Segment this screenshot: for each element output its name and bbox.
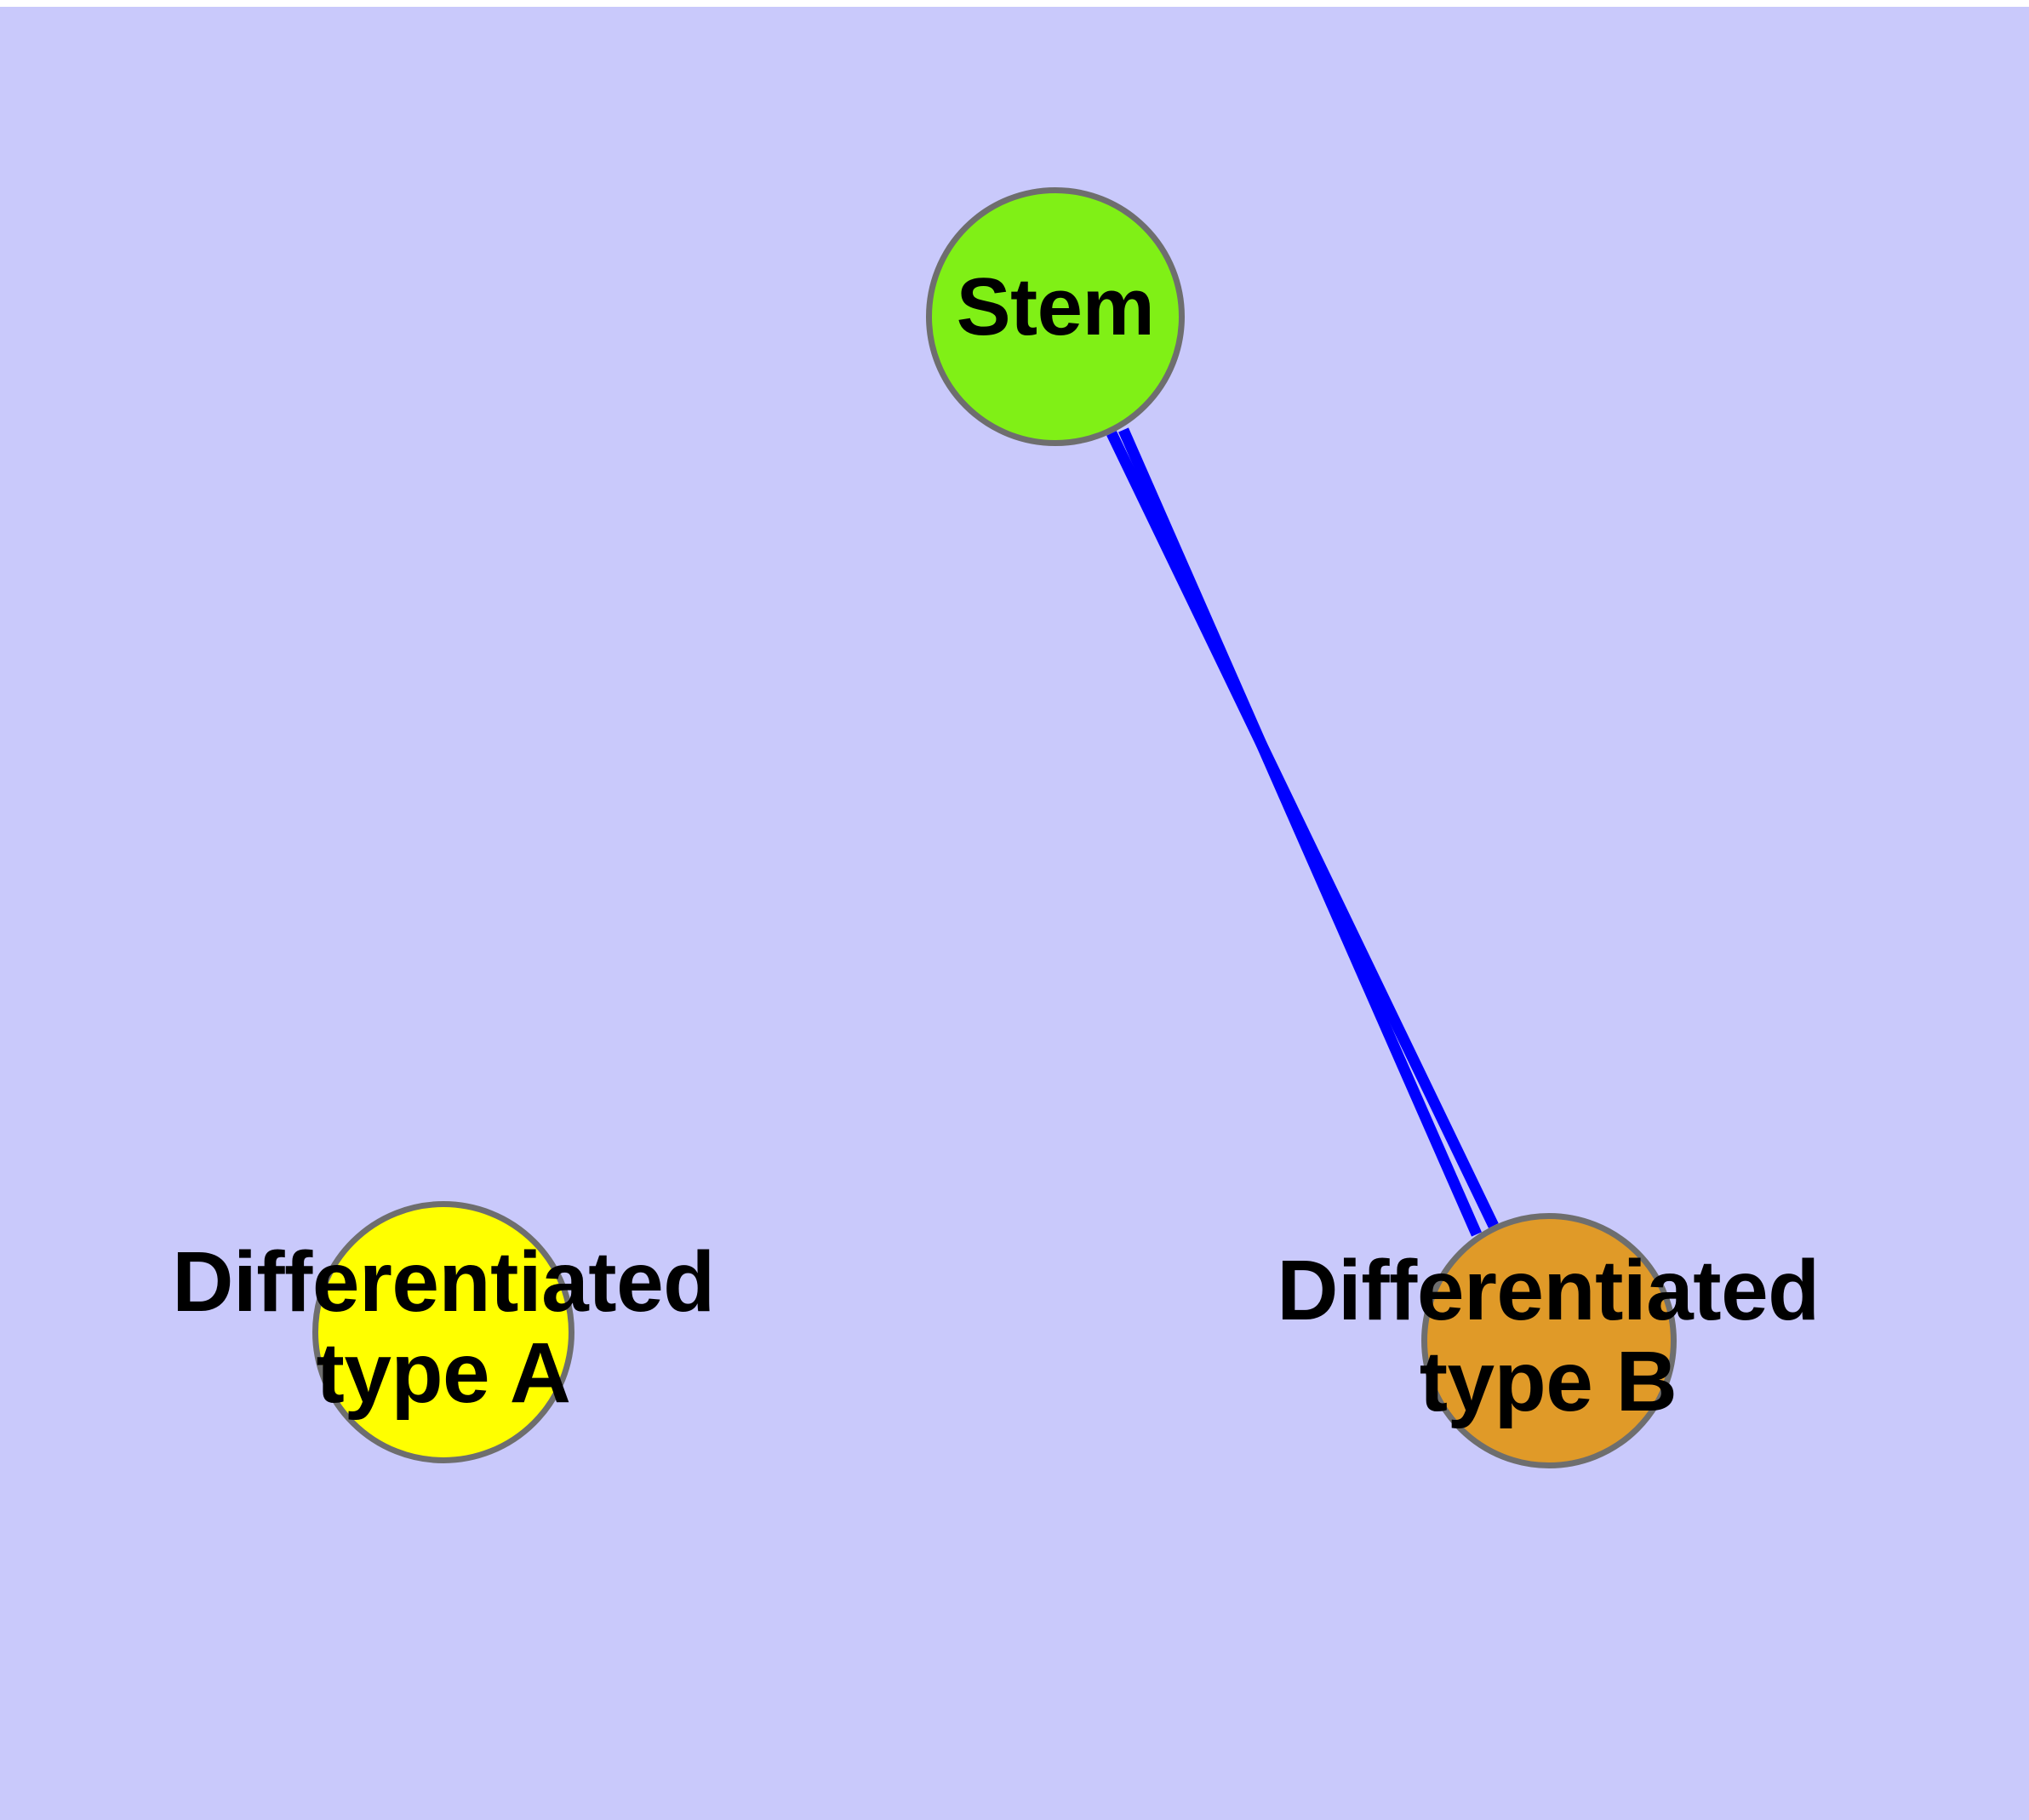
node-stem[interactable]: [926, 187, 1185, 446]
node-layer: [312, 187, 1677, 1468]
node-differentiated-type-a[interactable]: [312, 1201, 574, 1463]
edge-layer: [1106, 427, 1499, 1237]
node-differentiated-type-b[interactable]: [1421, 1213, 1677, 1468]
edge-stem-to-differentiated-type-b: [1118, 427, 1482, 1237]
